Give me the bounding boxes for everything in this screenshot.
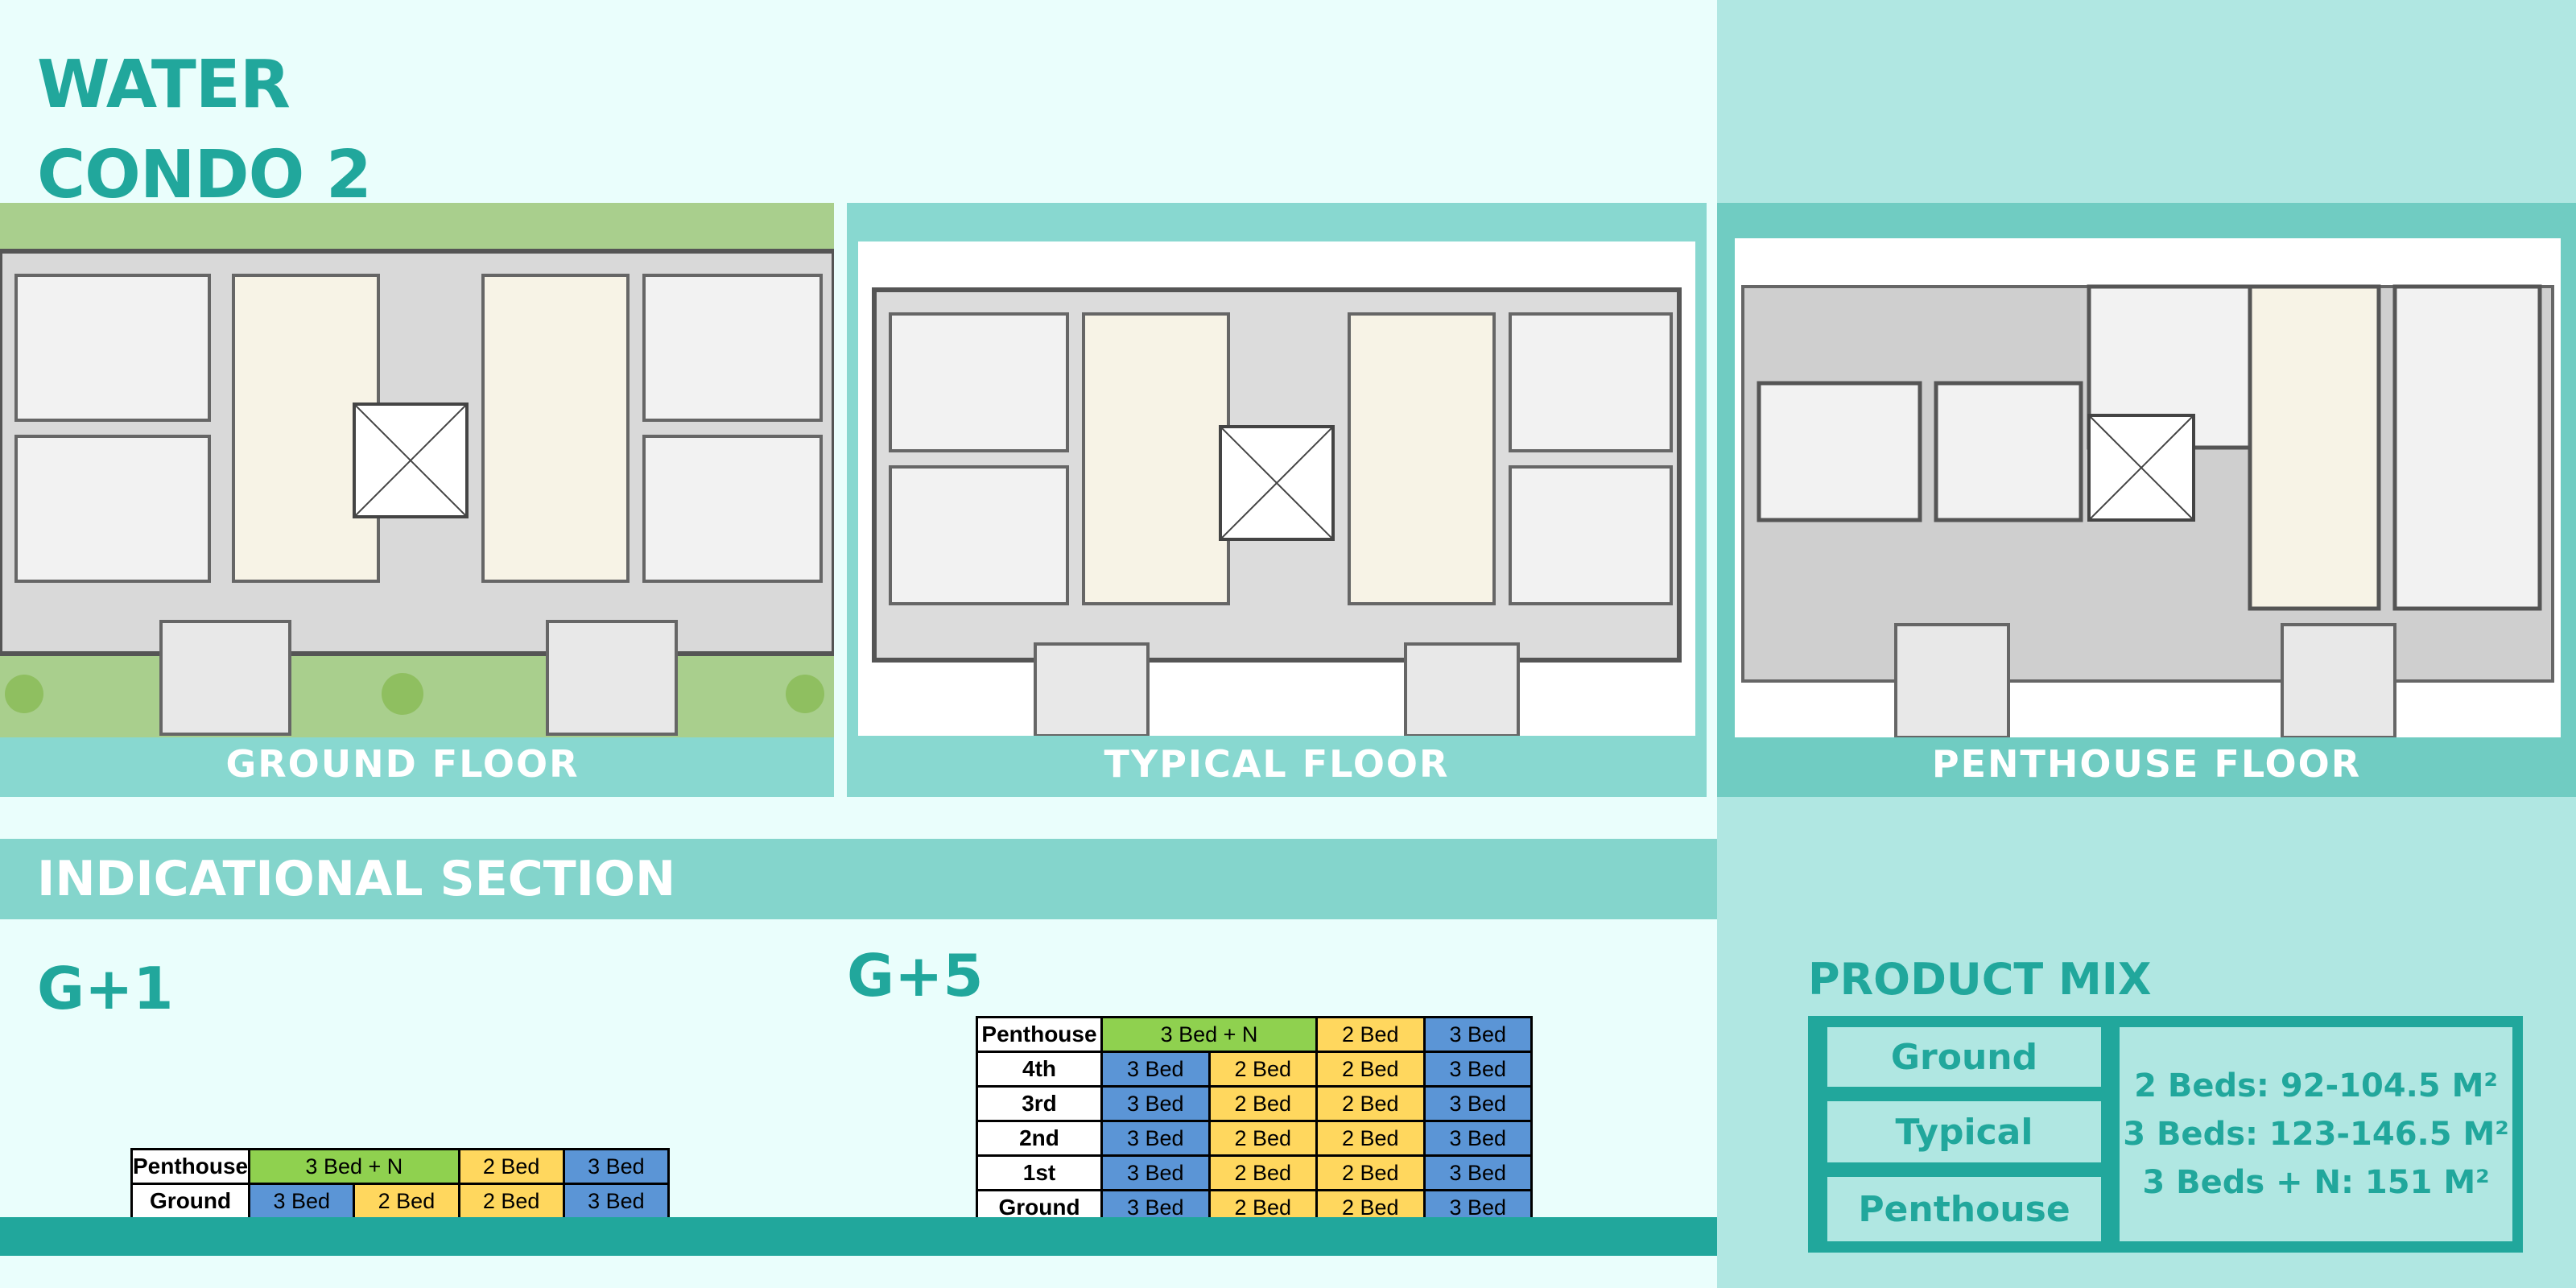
- product-mix-title: PRODUCT MIX: [1808, 954, 2152, 1005]
- row-head: 4th: [976, 1051, 1103, 1088]
- unit-cell: 3 Bed: [1422, 1085, 1533, 1122]
- product-mix-level: Ground: [1827, 1027, 2101, 1087]
- table-row: 2nd 3 Bed 2 Bed 2 Bed 3 Bed: [976, 1120, 1533, 1157]
- typical-floor-plan: [858, 242, 1695, 736]
- ground-floor-plan: [0, 203, 834, 737]
- product-mix-level: Penthouse: [1827, 1177, 2101, 1241]
- size-range: 2 Beds: 92-104.5 M²: [2134, 1067, 2498, 1104]
- row-head: Penthouse: [976, 1016, 1103, 1053]
- typical-floor-caption: TYPICAL FLOOR: [1104, 742, 1450, 786]
- unit-cell: 2 Bed: [1208, 1051, 1318, 1088]
- penthouse-floor-caption: PENTHOUSE FLOOR: [1931, 742, 2362, 786]
- unit-cell: 3 Bed: [1422, 1051, 1533, 1088]
- row-head: 3rd: [976, 1085, 1103, 1122]
- unit-cell: 3 Bed: [1100, 1154, 1211, 1191]
- typical-floor-drawing: [872, 287, 1682, 736]
- penthouse-floor-drawing: [1741, 284, 2554, 737]
- product-mix-sizes: 2 Beds: 92-104.5 M² 3 Beds: 123-146.5 M²…: [2120, 1027, 2512, 1241]
- title-line-2: CONDO 2: [37, 137, 372, 213]
- unit-cell: 3 Bed + N: [1100, 1016, 1318, 1053]
- unit-cell: 2 Bed: [1315, 1085, 1426, 1122]
- g5-label: G+5: [847, 942, 984, 1009]
- g1-label: G+1: [37, 955, 174, 1022]
- ground-floor-panel: GROUND FLOOR: [0, 203, 834, 797]
- unit-cell: 3 Bed: [1100, 1085, 1211, 1122]
- product-mix-level: Typical: [1827, 1101, 2101, 1162]
- unit-cell: 2 Bed: [1315, 1120, 1426, 1157]
- unit-cell: 3 Bed: [562, 1148, 671, 1185]
- penthouse-floor-panel: PENTHOUSE FLOOR: [1717, 203, 2576, 797]
- bottom-bar: [0, 1217, 1717, 1256]
- ground-floor-caption: GROUND FLOOR: [225, 742, 580, 786]
- table-row: 1st 3 Bed 2 Bed 2 Bed 3 Bed: [976, 1154, 1533, 1191]
- unit-cell: 3 Bed: [1100, 1120, 1211, 1157]
- table-row: 4th 3 Bed 2 Bed 2 Bed 3 Bed: [976, 1051, 1533, 1088]
- unit-cell: 2 Bed: [457, 1148, 565, 1185]
- penthouse-floor-plan: [1735, 238, 2561, 737]
- title-line-1: WATER: [37, 47, 291, 123]
- unit-cell: 3 Bed: [248, 1183, 356, 1220]
- typical-floor-panel: TYPICAL FLOOR: [847, 203, 1707, 797]
- table-row: 3rd 3 Bed 2 Bed 2 Bed 3 Bed: [976, 1085, 1533, 1122]
- page-title: WATER CONDO 2: [37, 40, 372, 221]
- table-row: Ground 3 Bed 2 Bed 2 Bed 3 Bed: [130, 1183, 671, 1220]
- unit-cell: 2 Bed: [1315, 1016, 1426, 1053]
- unit-cell: 3 Bed: [1422, 1154, 1533, 1191]
- unit-cell: 2 Bed: [1315, 1051, 1426, 1088]
- row-head: 2nd: [976, 1120, 1103, 1157]
- unit-cell: 2 Bed: [1208, 1120, 1318, 1157]
- unit-cell: 3 Bed + N: [248, 1148, 460, 1185]
- g1-table: Penthouse 3 Bed + N 2 Bed 3 Bed Ground 3…: [130, 1148, 671, 1220]
- size-range: 3 Beds: 123-146.5 M²: [2123, 1116, 2509, 1153]
- unit-cell: 2 Bed: [457, 1183, 565, 1220]
- section-label: INDICATIONAL SECTION: [37, 851, 676, 907]
- row-head: Penthouse: [130, 1148, 251, 1185]
- table-row: Penthouse 3 Bed + N 2 Bed 3 Bed: [130, 1148, 671, 1185]
- ground-floor-drawing: [0, 249, 834, 736]
- unit-cell: 2 Bed: [1208, 1154, 1318, 1191]
- row-head: 1st: [976, 1154, 1103, 1191]
- unit-cell: 2 Bed: [1208, 1085, 1318, 1122]
- row-head: Ground: [130, 1183, 251, 1220]
- size-range: 3 Beds + N: 151 M²: [2142, 1164, 2490, 1201]
- table-row: Penthouse 3 Bed + N 2 Bed 3 Bed: [976, 1016, 1533, 1053]
- section-band: [0, 839, 1717, 919]
- unit-cell: 3 Bed: [1100, 1051, 1211, 1088]
- g5-table: Penthouse 3 Bed + N 2 Bed 3 Bed 4th 3 Be…: [976, 1016, 1533, 1226]
- unit-cell: 2 Bed: [1315, 1154, 1426, 1191]
- unit-cell: 2 Bed: [353, 1183, 460, 1220]
- unit-cell: 3 Bed: [1422, 1016, 1533, 1053]
- unit-cell: 3 Bed: [562, 1183, 671, 1220]
- unit-cell: 3 Bed: [1422, 1120, 1533, 1157]
